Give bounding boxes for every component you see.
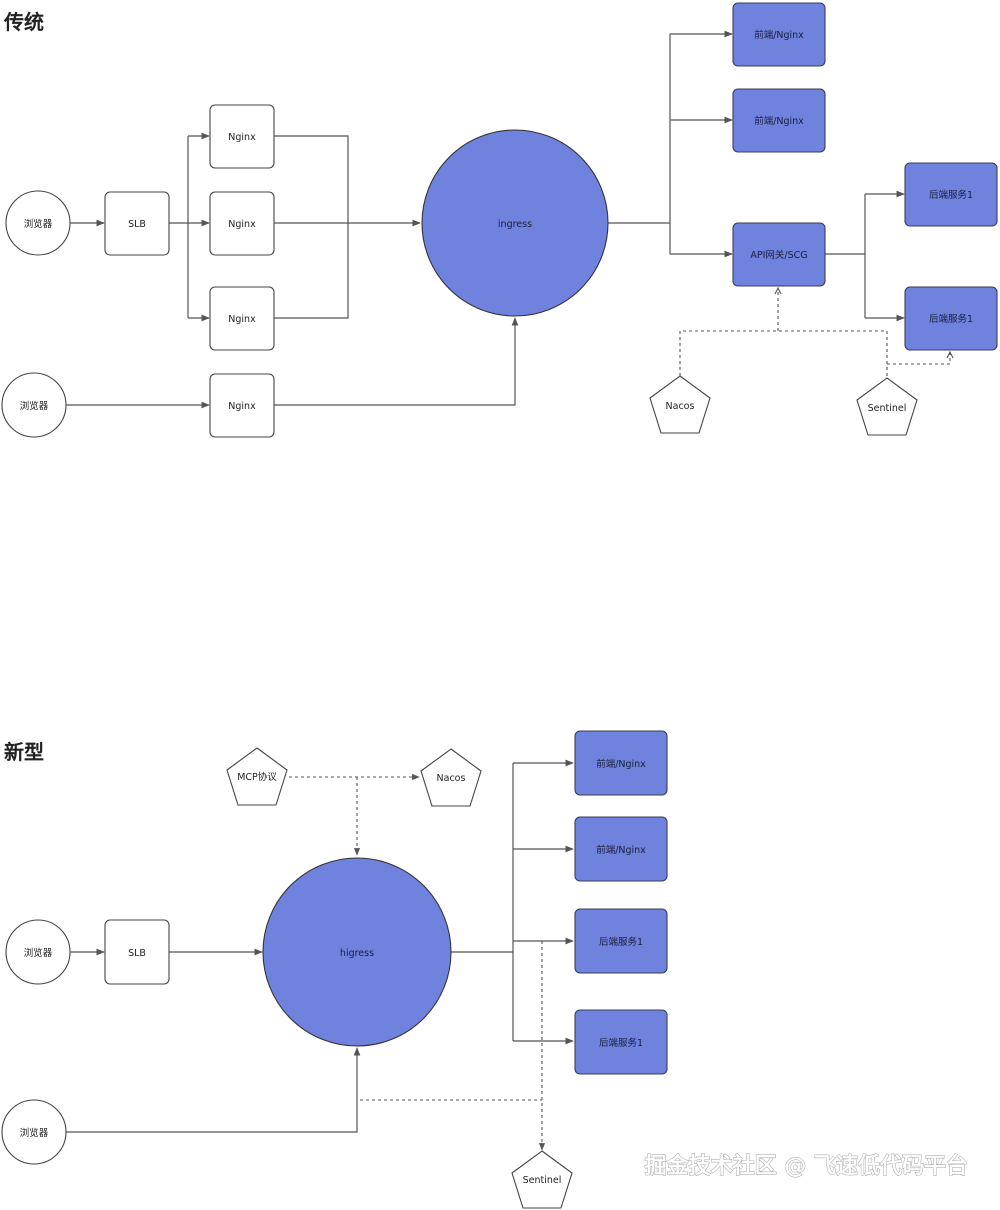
browser-label: 浏览器 (24, 218, 53, 230)
api-gateway-node: API网关/SCG (732, 222, 826, 287)
browser-node: 浏览器 (5, 190, 71, 256)
frontend-nginx-node: 前端/Nginx (732, 2, 826, 67)
api-gateway-label: API网关/SCG (750, 249, 807, 261)
section-title-new: 新型 (4, 740, 44, 764)
nginx-node: Nginx (209, 286, 275, 351)
higress-label: higress (340, 948, 374, 959)
frontend-nginx-label: 前端/Nginx (754, 115, 804, 127)
frontend-nginx-label: 前端/Nginx (754, 29, 804, 41)
slb-label: SLB (128, 219, 146, 230)
frontend-nginx-label: 前端/Nginx (596, 758, 646, 770)
browser-label: 浏览器 (24, 947, 53, 959)
backend-service-label: 后端服务1 (599, 936, 643, 948)
backend-service-label: 后端服务1 (929, 313, 973, 325)
frontend-nginx-node: 前端/Nginx (574, 730, 668, 796)
nginx-node: Nginx (209, 373, 275, 438)
sentinel-label: Sentinel (523, 1175, 562, 1186)
browser-node: 浏览器 (5, 919, 71, 985)
nginx-label: Nginx (228, 132, 256, 143)
slb-label: SLB (128, 948, 146, 959)
nginx-node: Nginx (209, 191, 275, 256)
traditional-connectors (66, 30, 950, 409)
nginx-label: Nginx (228, 314, 256, 325)
sentinel-label: Sentinel (868, 403, 907, 414)
nacos-label: Nacos (666, 401, 695, 412)
mcp-label: MCP协议 (237, 771, 277, 783)
section-title-traditional: 传统 (3, 10, 44, 34)
ingress-label: ingress (498, 219, 532, 230)
slb-node: SLB (104, 191, 170, 256)
ingress-node: ingress (421, 129, 609, 317)
browser-node: 浏览器 (1, 1099, 67, 1165)
nginx-label: Nginx (228, 219, 256, 230)
frontend-nginx-label: 前端/Nginx (596, 844, 646, 856)
watermark-text: 掘金技术社区 @ 飞速低代码平台 (645, 1153, 968, 1179)
nginx-label: Nginx (228, 401, 256, 412)
backend-service-node: 后端服务1 (904, 162, 998, 227)
browser-node: 浏览器 (1, 372, 67, 438)
nacos-node: Nacos (649, 375, 711, 434)
slb-node: SLB (104, 919, 170, 985)
new-connectors (66, 759, 574, 1151)
nacos-node: Nacos (420, 748, 482, 807)
backend-service-label: 后端服务1 (929, 189, 973, 201)
higress-node: higress (262, 857, 452, 1047)
browser-label: 浏览器 (20, 1127, 49, 1139)
sentinel-node: Sentinel (511, 1150, 573, 1209)
frontend-nginx-node: 前端/Nginx (574, 816, 668, 882)
nacos-label: Nacos (437, 773, 466, 784)
browser-label: 浏览器 (20, 400, 49, 412)
sentinel-node: Sentinel (856, 377, 918, 436)
mcp-node: MCP协议 (226, 747, 288, 806)
frontend-nginx-node: 前端/Nginx (732, 88, 826, 153)
backend-service-node: 后端服务1 (574, 1009, 668, 1075)
backend-service-label: 后端服务1 (599, 1037, 643, 1049)
nginx-node: Nginx (209, 104, 275, 169)
backend-service-node: 后端服务1 (904, 286, 998, 351)
backend-service-node: 后端服务1 (574, 908, 668, 974)
